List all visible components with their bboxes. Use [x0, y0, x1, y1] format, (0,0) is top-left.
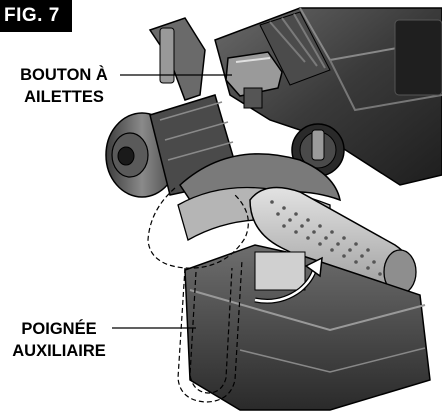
tool-body: [214, 7, 442, 186]
battery-pack: [184, 244, 431, 411]
figure-number: FIG. 7: [4, 5, 60, 26]
auxiliary-handle: [249, 186, 417, 298]
depth-gauge-bracket: [148, 17, 206, 101]
wing-knob: [225, 51, 283, 109]
auxiliary-handle-callout: POIGNÉE AUXILIAIRE: [4, 318, 114, 362]
figure-number-tag: FIG. 7: [0, 0, 72, 32]
auxiliary-handle-label-line1: POIGNÉE: [21, 320, 97, 338]
wing-knob-label-line2: AILETTES: [24, 88, 104, 106]
auxiliary-handle-dashed-outline: [147, 187, 249, 403]
mode-selector: [291, 123, 345, 177]
rotation-arrow-icon: [254, 256, 323, 304]
wing-knob-label-line1: BOUTON À: [20, 66, 108, 84]
auxiliary-handle-label-line2: AUXILIAIRE: [12, 342, 106, 360]
wing-knob-callout: BOUTON À AILETTES: [6, 64, 122, 108]
